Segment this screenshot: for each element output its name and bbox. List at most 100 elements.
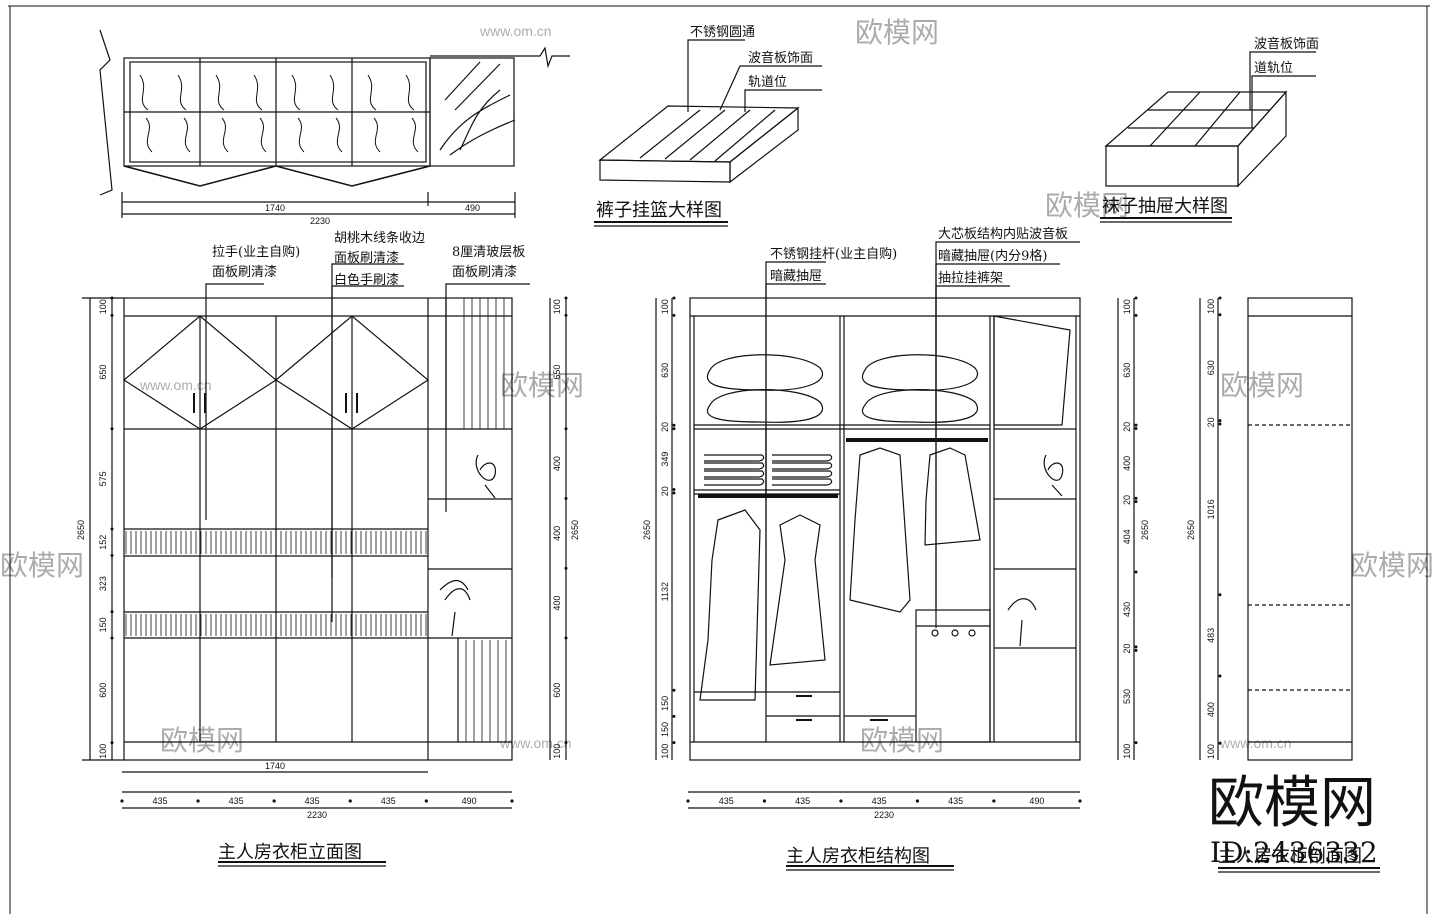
watermark-brand: 欧模网 xyxy=(860,725,944,756)
section-left-dim-3: 1016 xyxy=(1206,499,1216,519)
watermark-brand: 欧模网 xyxy=(1220,370,1304,401)
struct-note-hidden-drawer: 暗藏抽屉 xyxy=(770,269,822,284)
watermark-site: www.om.cn xyxy=(479,23,552,39)
elev-right-dim-0: 100 xyxy=(552,299,562,314)
section-caption: 主人房衣柜剖面图 xyxy=(1218,846,1362,867)
section-dimension-labels: 100 630 20 1016 483 400 100 2650 xyxy=(1186,296,1222,759)
elev-right-dim-4: 400 xyxy=(552,596,562,611)
plan-dim-1740: 1740 xyxy=(265,203,285,213)
struct-left-dim-8: 100 xyxy=(660,744,670,759)
elevation-dimension-labels: 100 650 575 152 323 150 600 100 100 650 400 400 400 6… xyxy=(76,296,580,820)
watermark-site: www.om.cn xyxy=(1219,735,1292,751)
elev-left-dim-5: 150 xyxy=(98,617,108,632)
section-drawing xyxy=(1199,297,1380,873)
elev-bottom-total: 2230 xyxy=(307,810,327,820)
elev-bottom-dim-1: 435 xyxy=(229,796,244,806)
socks-drawer-detail xyxy=(1100,51,1316,223)
structure-drawing xyxy=(655,241,1135,871)
struct-left-dim-3: 349 xyxy=(660,452,670,467)
socks-note-track: 道轨位 xyxy=(1254,61,1293,76)
elev-note-white: 白色手刷漆 xyxy=(334,272,399,288)
socks-drawer-caption: 袜子抽屉大样图 xyxy=(1102,196,1228,217)
elev-right-dim-5: 600 xyxy=(552,683,562,698)
elev-left-dim-1: 650 xyxy=(98,365,108,380)
elev-left-dim-4: 323 xyxy=(98,576,108,591)
pants-note-track: 轨道位 xyxy=(748,75,787,90)
elev-bottom-dim-2: 435 xyxy=(305,796,320,806)
section-left-dim-1: 630 xyxy=(1206,360,1216,375)
elev-right-dim-3: 400 xyxy=(552,526,562,541)
struct-bottom-dim-2: 435 xyxy=(872,796,887,806)
elev-note-varnish-1: 面板刷清漆 xyxy=(212,264,277,280)
struct-note-rod: 不锈钢挂杆(业主自购) xyxy=(770,246,897,262)
elev-left-dim-3: 152 xyxy=(98,535,108,550)
struct-right-dim-6: 430 xyxy=(1122,602,1132,617)
struct-bottom-total: 2230 xyxy=(874,810,894,820)
pants-basket-detail xyxy=(594,39,822,227)
elev-left-total: 2650 xyxy=(76,520,86,540)
plan-dim-2230: 2230 xyxy=(310,216,330,226)
elev-right-dim-2: 400 xyxy=(552,456,562,471)
elev-left-dim-7: 100 xyxy=(98,744,108,759)
plan-dim-490: 490 xyxy=(465,203,480,213)
struct-right-total: 2650 xyxy=(1140,520,1150,540)
struct-bottom-dim-3: 435 xyxy=(948,796,963,806)
section-left-dim-0: 100 xyxy=(1206,299,1216,314)
pants-note-board: 波音板饰面 xyxy=(748,50,813,66)
struct-left-dim-7: 150 xyxy=(660,722,670,737)
struct-bottom-dim-0: 435 xyxy=(719,796,734,806)
elev-bottom-dim-0: 435 xyxy=(153,796,168,806)
elev-bottom-dim-3: 435 xyxy=(381,796,396,806)
struct-bottom-dim-4: 490 xyxy=(1029,796,1044,806)
elev-bottom-dim-4: 490 xyxy=(462,796,477,806)
elev-bottom-sub: 1740 xyxy=(265,761,285,771)
watermark-brand: 欧模网 xyxy=(500,370,584,401)
elev-right-dim-6: 100 xyxy=(552,744,562,759)
elev-left-dim-6: 600 xyxy=(98,683,108,698)
elev-left-dim-2: 575 xyxy=(98,471,108,486)
pants-note-rod: 不锈钢圆通 xyxy=(690,25,755,40)
struct-right-dim-4: 20 xyxy=(1122,495,1132,505)
struct-right-dim-9: 100 xyxy=(1122,744,1132,759)
struct-left-dim-6: 150 xyxy=(660,696,670,711)
section-left-dim-6: 100 xyxy=(1206,744,1216,759)
elev-note-varnish-3: 面板刷清漆 xyxy=(452,264,517,280)
logo-brand: 欧模网 xyxy=(1208,771,1376,836)
section-left-dim-4: 483 xyxy=(1206,628,1216,643)
watermark-brand: 欧模网 xyxy=(160,725,244,756)
elev-note-glass: 8厘清玻层板 xyxy=(452,245,525,260)
struct-note-pants-rack: 抽拉挂裤架 xyxy=(938,271,1003,286)
struct-left-dim-4: 20 xyxy=(660,486,670,496)
section-left-dim-5: 400 xyxy=(1206,702,1216,717)
elev-right-total: 2650 xyxy=(570,520,580,540)
elev-note-handle: 拉手(业主自购) xyxy=(212,244,300,260)
struct-right-dim-8: 530 xyxy=(1122,689,1132,704)
struct-left-dim-5: 1132 xyxy=(660,582,670,601)
struct-right-dim-5: 404 xyxy=(1122,529,1132,544)
watermark-brand: 欧模网 xyxy=(0,550,84,581)
elev-note-varnish-2: 面板刷清漆 xyxy=(334,250,399,266)
logo-id: ID:2436332 xyxy=(1210,836,1378,869)
elev-right-dim-1: 650 xyxy=(552,365,562,380)
section-left-total: 2650 xyxy=(1186,520,1196,540)
struct-right-dim-3: 400 xyxy=(1122,456,1132,471)
pants-basket-caption: 裤子挂篮大样图 xyxy=(596,200,722,221)
struct-note-core-board: 大芯板结构内贴波音板 xyxy=(938,226,1068,242)
watermark-site: www.om.cn xyxy=(139,377,212,393)
socks-note-board: 波音板饰面 xyxy=(1254,36,1319,52)
watermark-brand: 欧模网 xyxy=(855,17,939,48)
struct-bottom-dim-1: 435 xyxy=(795,796,810,806)
struct-left-total: 2650 xyxy=(642,520,652,540)
struct-left-dim-0: 100 xyxy=(660,299,670,314)
structure-caption: 主人房衣柜结构图 xyxy=(786,846,930,867)
elev-left-dim-0: 100 xyxy=(98,299,108,314)
struct-left-dim-1: 630 xyxy=(660,363,670,378)
struct-right-dim-1: 630 xyxy=(1122,363,1132,378)
elev-note-walnut: 胡桃木线条收边 xyxy=(334,230,425,246)
struct-right-dim-7: 20 xyxy=(1122,644,1132,654)
watermark-site: www.om.cn xyxy=(499,735,572,751)
struct-note-drawer-9: 暗藏抽屉(内分9格) xyxy=(938,248,1047,264)
section-left-dim-2: 20 xyxy=(1206,417,1216,427)
elevation-drawing xyxy=(82,263,567,867)
